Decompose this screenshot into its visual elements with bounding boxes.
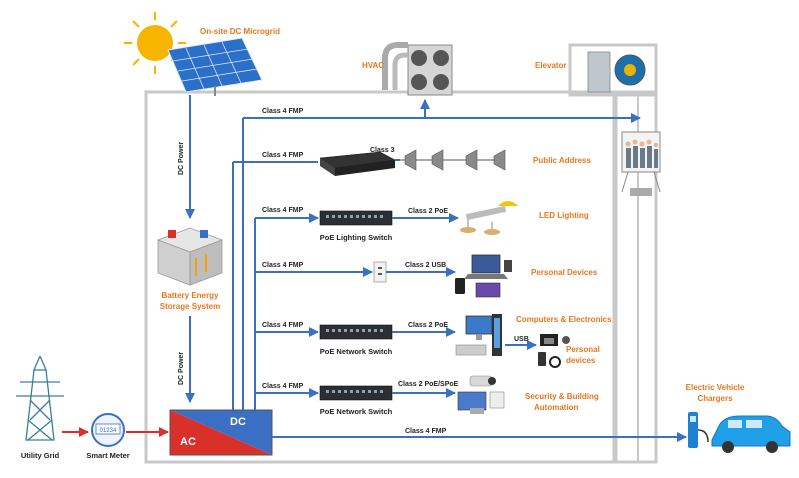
- fmp-hvac-label: Class 4 FMP: [262, 108, 304, 115]
- electric-car-icon: [711, 415, 791, 453]
- public-address-label: Public Address: [533, 156, 591, 165]
- elevator-label: Elevator: [535, 61, 567, 70]
- ac-label: AC: [180, 436, 196, 448]
- elevator-shaft: [612, 90, 658, 464]
- microgrid-label: On-site DC Microgrid: [200, 27, 280, 36]
- security-label-line1: Security & Building: [525, 392, 599, 401]
- personal-devices-label: Personal Devices: [531, 268, 598, 277]
- building-outline: [144, 90, 618, 464]
- security-label-line2: Automation: [534, 403, 579, 412]
- meter-display: 01234: [100, 428, 117, 434]
- pa-amplifier-icon: [319, 151, 396, 176]
- poe-computers-label: Class 2 PoE: [408, 322, 448, 329]
- ac-dc-converter: [169, 409, 273, 456]
- smart-meter-label: Smart Meter: [86, 451, 129, 460]
- personal-devices-icon: [455, 254, 512, 298]
- personal-devices-2-label-line2: devices: [566, 356, 596, 365]
- fmp-personal-label: Class 4 FMP: [262, 262, 304, 269]
- personal-devices-2-label-line1: Personal: [566, 345, 600, 354]
- battery-storage-icon: [156, 227, 224, 286]
- battery-label-line2: Storage System: [160, 302, 220, 311]
- security-devices-icon: [457, 375, 505, 414]
- computers-label: Computers & Electronics: [516, 315, 612, 324]
- solar-panel-icon: [167, 37, 263, 96]
- network-switch-2-icon: [319, 385, 393, 401]
- ev-label-line2: Chargers: [697, 394, 733, 403]
- dc-power-label-top: DC Power: [178, 142, 185, 175]
- fmp-ev-label: Class 4 FMP: [405, 428, 447, 435]
- battery-label-line1: Battery Energy: [162, 291, 219, 300]
- network-switch-1-icon: [319, 324, 393, 340]
- personal-devices-2-icon: [538, 334, 570, 368]
- network-switch-2-label: PoE Network Switch: [320, 407, 393, 416]
- fmp-security-label: Class 4 FMP: [262, 383, 304, 390]
- hvac-label: HVAC: [362, 61, 384, 70]
- network-switch-1-label: PoE Network Switch: [320, 347, 393, 356]
- dc-power-label-bottom: DC Power: [178, 352, 185, 385]
- poe-led-label: Class 2 PoE: [408, 208, 448, 215]
- fmp-computers-label: Class 4 FMP: [262, 322, 304, 329]
- utility-grid-label: Utility Grid: [21, 451, 60, 460]
- led-lighting-label: LED Lighting: [539, 211, 589, 220]
- usb-personal-label: Class 2 USB: [405, 262, 446, 269]
- smart-meter-icon: [91, 413, 125, 447]
- elevator-machine-icon: [587, 51, 646, 93]
- class3-label: Class 3: [370, 147, 395, 154]
- dc-label: DC: [230, 416, 246, 428]
- ev-label-line1: Electric Vehicle: [686, 383, 745, 392]
- elevator-car-icon: [621, 131, 661, 196]
- ev-charger-icon: [688, 412, 709, 448]
- horn-speaker-icons: [404, 149, 506, 171]
- poe-security-label: Class 2 PoE/SPoE: [398, 381, 459, 388]
- fmp-pa-label: Class 4 FMP: [262, 152, 304, 159]
- transmission-tower-icon: [16, 355, 64, 441]
- hvac-unit-icon: [382, 42, 453, 96]
- fmp-led-label: Class 4 FMP: [262, 207, 304, 214]
- led-lighting-icon: [460, 201, 518, 235]
- usb-label: USB: [514, 336, 529, 343]
- usb-outlet-icon: [373, 261, 387, 283]
- lighting-switch-icon: [319, 210, 393, 226]
- lighting-switch-label: PoE Lighting Switch: [320, 233, 393, 242]
- computers-icon: [455, 314, 502, 356]
